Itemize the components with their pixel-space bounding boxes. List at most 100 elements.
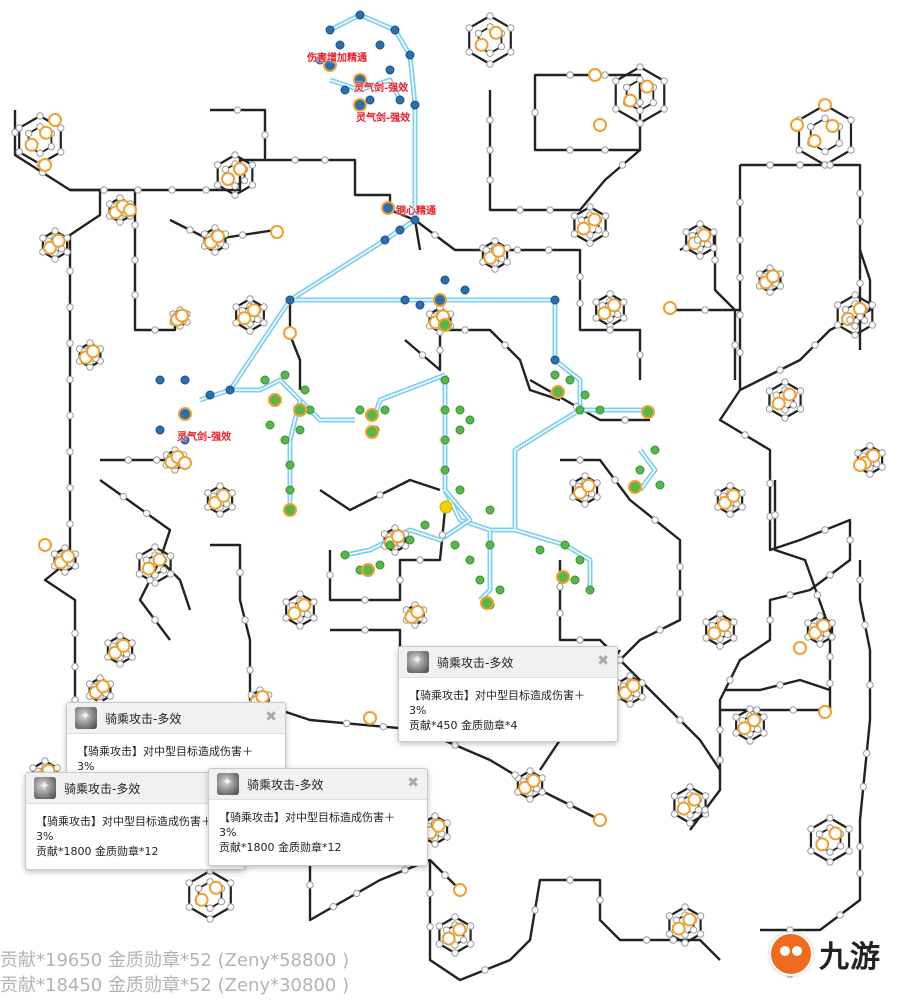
skill-node[interactable]	[232, 303, 240, 311]
skill-node[interactable]	[63, 248, 71, 256]
skill-node[interactable]	[24, 129, 33, 138]
skill-node[interactable]	[465, 24, 473, 32]
skill-node[interactable]	[119, 492, 128, 501]
skill-node[interactable]	[716, 642, 724, 650]
skill-node[interactable]	[380, 235, 390, 245]
skill-node[interactable]	[41, 757, 49, 765]
skill-node[interactable]	[459, 936, 468, 944]
skill-node[interactable]	[570, 575, 580, 585]
skill-node[interactable]	[576, 299, 584, 308]
skill-node[interactable]	[296, 590, 304, 598]
skill-node[interactable]	[443, 833, 451, 841]
skill-node[interactable]	[381, 201, 395, 215]
skill-node[interactable]	[676, 801, 691, 816]
skill-node[interactable]	[104, 639, 112, 647]
skill-node[interactable]	[576, 636, 584, 644]
skill-node[interactable]	[776, 681, 784, 689]
skill-node[interactable]	[636, 106, 644, 115]
skill-node[interactable]	[786, 591, 794, 599]
skill-node[interactable]	[131, 256, 139, 264]
skill-node[interactable]	[649, 99, 658, 107]
skill-node[interactable]	[847, 146, 855, 154]
current-node[interactable]	[439, 500, 453, 514]
skill-node[interactable]	[131, 291, 139, 299]
skill-node[interactable]	[707, 626, 722, 641]
skill-node[interactable]	[440, 435, 450, 445]
skill-node[interactable]	[213, 181, 222, 189]
skill-node[interactable]	[216, 482, 224, 490]
skill-node[interactable]	[217, 897, 226, 906]
skill-node[interactable]	[237, 311, 252, 326]
skill-node[interactable]	[550, 355, 560, 365]
skill-node[interactable]	[766, 269, 780, 284]
skill-node[interactable]	[636, 63, 644, 71]
skill-node[interactable]	[151, 543, 159, 551]
skill-node[interactable]	[438, 318, 452, 332]
skill-node[interactable]	[670, 810, 679, 818]
skill-node[interactable]	[656, 626, 664, 634]
skill-node[interactable]	[595, 405, 605, 415]
skill-node[interactable]	[862, 749, 871, 758]
skill-node[interactable]	[511, 771, 519, 779]
skill-node[interactable]	[124, 456, 133, 464]
skill-node[interactable]	[47, 142, 56, 151]
skill-node[interactable]	[340, 85, 350, 95]
skill-node[interactable]	[765, 387, 774, 395]
skill-node[interactable]	[285, 485, 295, 495]
skill-node[interactable]	[491, 265, 499, 273]
skill-node[interactable]	[836, 911, 844, 919]
skill-node[interactable]	[363, 711, 377, 725]
skill-node[interactable]	[606, 290, 614, 298]
skill-node[interactable]	[636, 75, 644, 84]
skill-node[interactable]	[280, 435, 290, 445]
skill-node[interactable]	[186, 226, 194, 234]
skill-node[interactable]	[606, 326, 614, 334]
skill-node[interactable]	[180, 435, 190, 445]
skill-node[interactable]	[771, 511, 779, 519]
skill-node[interactable]	[716, 610, 724, 618]
skill-node[interactable]	[556, 570, 570, 584]
skill-node[interactable]	[233, 162, 247, 176]
skill-node[interactable]	[57, 124, 65, 132]
skill-node[interactable]	[204, 489, 212, 497]
skill-node[interactable]	[291, 156, 299, 164]
skill-node[interactable]	[826, 161, 834, 169]
skill-node[interactable]	[620, 314, 628, 322]
skill-node[interactable]	[638, 693, 646, 701]
skill-node[interactable]	[853, 458, 867, 472]
skill-node[interactable]	[826, 679, 834, 688]
skill-node[interactable]	[460, 285, 470, 295]
skill-node[interactable]	[796, 161, 804, 169]
skill-node[interactable]	[545, 246, 553, 254]
skill-node[interactable]	[376, 491, 384, 499]
skill-node[interactable]	[231, 182, 239, 190]
skill-node[interactable]	[486, 116, 494, 124]
skill-node[interactable]	[24, 137, 39, 152]
skill-node[interactable]	[246, 295, 254, 303]
skill-node[interactable]	[687, 792, 702, 807]
skill-node[interactable]	[353, 98, 367, 112]
skill-node[interactable]	[538, 788, 546, 796]
skill-node[interactable]	[696, 220, 704, 228]
skill-node[interactable]	[178, 456, 192, 470]
skill-node[interactable]	[626, 700, 634, 708]
skill-node[interactable]	[431, 818, 446, 833]
skill-node[interactable]	[626, 678, 641, 693]
skill-node[interactable]	[766, 479, 774, 488]
skill-node[interactable]	[593, 118, 607, 132]
skill-node[interactable]	[455, 425, 465, 435]
skill-node[interactable]	[766, 616, 774, 624]
skill-node[interactable]	[611, 476, 619, 484]
skill-node[interactable]	[480, 596, 494, 610]
skill-node[interactable]	[353, 73, 367, 87]
skill-node[interactable]	[587, 212, 602, 227]
skill-node[interactable]	[566, 71, 574, 79]
skill-node[interactable]	[556, 582, 564, 591]
tree-nodes[interactable]	[11, 10, 886, 978]
skill-node[interactable]	[213, 161, 222, 169]
skill-node[interactable]	[123, 203, 137, 217]
skill-node[interactable]	[642, 936, 651, 944]
skill-node[interactable]	[826, 652, 834, 661]
skill-node[interactable]	[441, 871, 449, 879]
